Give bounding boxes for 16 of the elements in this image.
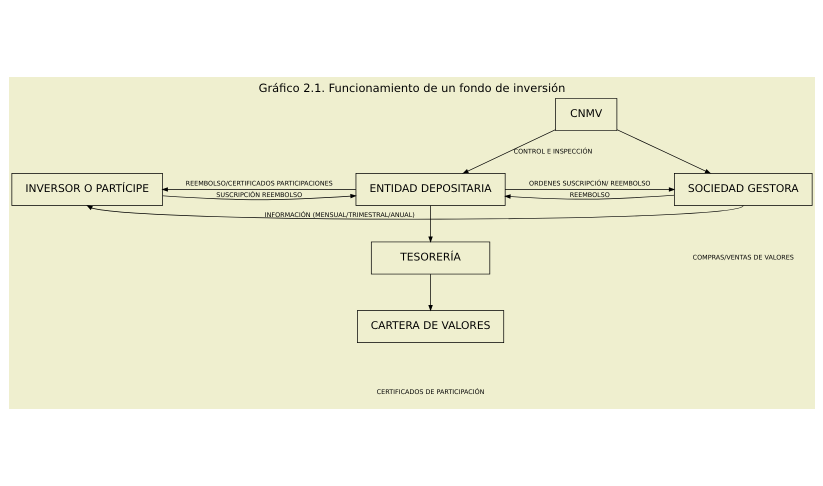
node-box: TESORERÍA — [370, 242, 490, 274]
arrow — [160, 187, 356, 192]
arrow — [504, 194, 674, 200]
arrow — [428, 274, 432, 312]
arrow — [616, 129, 711, 174]
node-box: CARTERA DE VALORES — [356, 310, 504, 343]
node-box: SOCIEDAD GESTORA — [674, 173, 812, 206]
node-box: ENTIDAD DEPOSITARIA — [355, 173, 506, 206]
arrow — [86, 204, 744, 220]
diagram-title: Gráfico 2.1. Funcionamiento de un fondo de inversión — [258, 80, 565, 95]
arrow — [462, 129, 556, 174]
node-box: INVERSOR O PARTÍCIPE — [11, 173, 162, 206]
arrow — [504, 187, 675, 192]
arrow — [162, 194, 356, 200]
arrow — [428, 205, 432, 243]
node-box: CNMV — [554, 98, 617, 131]
